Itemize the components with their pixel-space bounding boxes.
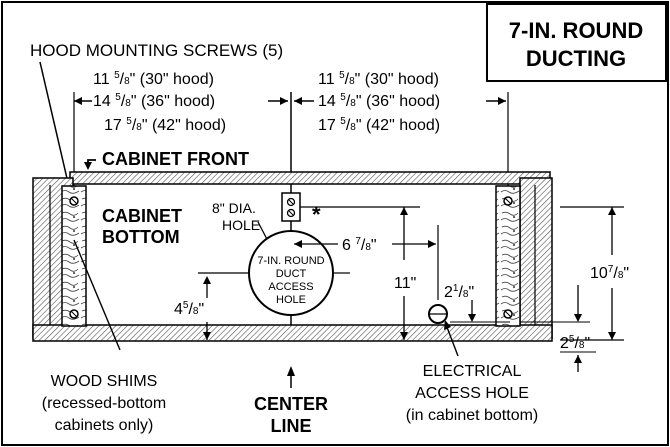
duct-access-hole xyxy=(248,230,334,316)
dim-two-one-eighth: 21/8" xyxy=(444,283,474,301)
electrical-leader-arrowhead xyxy=(444,320,451,330)
dim-left-36-hood: 14 5/8" (36" hood) xyxy=(93,92,215,110)
dim-4-5-8-arrowhead-top xyxy=(203,276,211,284)
electrical-label-1: ELECTRICAL xyxy=(423,363,522,380)
dim-right-arrowhead-right xyxy=(498,97,506,105)
dim-10-7-8-arrowhead-bottom xyxy=(608,332,616,340)
screw-center-top xyxy=(286,197,296,207)
asterisk-mark: * xyxy=(312,202,321,227)
dim-2-5-8-arrowhead-top xyxy=(574,314,582,322)
screw-right-bottom xyxy=(503,309,513,319)
dim-two-five-eighths: 25/8" xyxy=(560,334,590,352)
dim-left-30-hood: 11 5/8" (30" hood) xyxy=(93,70,214,88)
dim-four-five-eighths: 45/8" xyxy=(174,300,204,318)
cabinet-bottom-label-2: BOTTOM xyxy=(102,227,180,247)
wood-shims-label-2: (recessed-bottom xyxy=(42,395,167,412)
dia-hole-label-2: HOLE xyxy=(222,217,260,233)
screws-leader-line xyxy=(39,61,73,201)
cabinet-front-rail xyxy=(69,171,551,185)
dim-left-arrowhead-right xyxy=(280,97,288,105)
dim-6-7-8-arrowhead-right xyxy=(428,240,436,248)
wood-shims-label-3: cabinets only) xyxy=(55,417,154,434)
cabinet-bottom-label-1: CABINET xyxy=(102,206,182,226)
title-line-2: DUCTING xyxy=(526,46,626,71)
electrical-label-3: (in cabinet bottom) xyxy=(406,407,539,424)
dim-right-arrowhead-left xyxy=(294,97,302,105)
wood-shims-leader xyxy=(73,239,121,351)
wood-shims-label-1: WOOD SHIMS xyxy=(51,373,158,390)
duct-label-1: 7-IN. ROUND xyxy=(257,255,324,267)
dia-hole-label-1: 8" DIA. xyxy=(212,200,256,216)
wood-shim-right xyxy=(495,185,521,327)
dim-2-1-8-arrowhead xyxy=(468,314,476,322)
duct-label-4: HOLE xyxy=(276,294,306,306)
dim-right-30-hood: 11 5/8" (30" hood) xyxy=(318,70,439,88)
title-box xyxy=(486,3,667,82)
dim-eleven: 11" xyxy=(394,275,416,292)
dim-left-42-hood: 17 5/8" (42" hood) xyxy=(104,116,226,134)
center-line-label-1: CENTER xyxy=(254,394,328,414)
duct-label-3: ACCESS xyxy=(268,281,313,293)
cabinet-front-arrowhead xyxy=(84,162,92,170)
dim-2-5-8-arrowhead-bottom xyxy=(574,355,582,363)
dim-10-7-8-arrowhead-top xyxy=(608,207,616,215)
dim-right-36-hood: 14 5/8" (36" hood) xyxy=(318,92,440,110)
center-line-label-2: LINE xyxy=(270,416,311,436)
title-line-1: 7-IN. ROUND xyxy=(509,18,643,43)
screw-left-top xyxy=(69,196,79,206)
screw-center-bottom xyxy=(286,208,296,218)
duct-label-2: DUCT xyxy=(276,268,307,280)
dim-ten-seven-eighths: 107/8" xyxy=(590,264,629,282)
cabinet-right-side xyxy=(519,177,553,339)
screw-right-top xyxy=(503,196,513,206)
center-line-arrowhead xyxy=(287,366,295,376)
dim-right-42-hood: 17 5/8" (42" hood) xyxy=(318,116,440,134)
dim-6-7-8-arrowhead-left xyxy=(294,240,302,248)
dim-4-5-8-arrowhead-bottom xyxy=(203,332,211,340)
dim-11-arrowhead-bottom xyxy=(400,332,408,340)
screw-left-bottom xyxy=(69,309,79,319)
dim-left-arrowhead-left xyxy=(74,97,82,105)
dim-six-seven-eighths: 6 7/8" xyxy=(342,236,377,254)
electrical-label-2: ACCESS HOLE xyxy=(415,385,529,402)
hood-mounting-screws-label: HOOD MOUNTING SCREWS (5) xyxy=(30,41,283,60)
cabinet-front-label: CABINET FRONT xyxy=(102,149,249,169)
dim-11-arrowhead-top xyxy=(400,207,408,215)
cabinet-back-rail xyxy=(32,324,553,342)
wood-shim-left xyxy=(61,185,87,327)
